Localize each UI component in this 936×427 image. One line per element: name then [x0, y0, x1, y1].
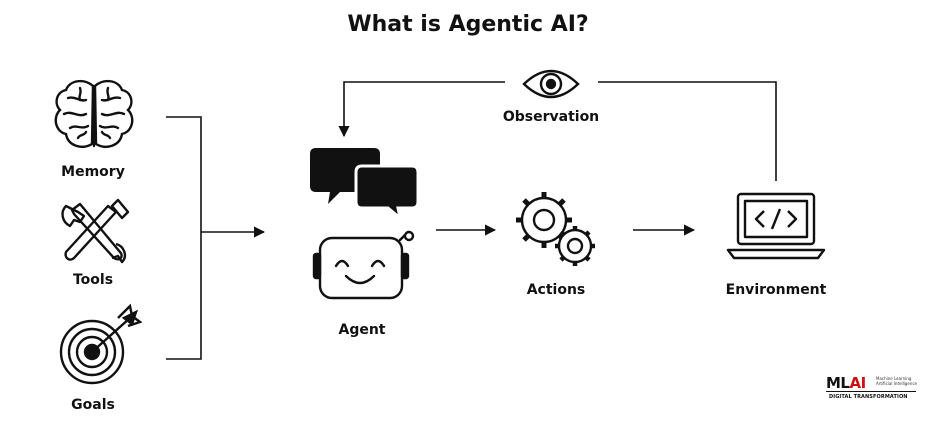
observation-label: Observation — [502, 109, 600, 125]
logo-wordmark: MLAI — [826, 374, 866, 392]
mlai-logo: MLAI Machine Learning Artificial Intelli… — [826, 374, 918, 406]
observation-feedback-loop — [338, 81, 777, 181]
diagram-title: What is Agentic AI? — [347, 12, 589, 37]
target-icon — [59, 303, 143, 385]
logo-line-2: Artificial Intelligence — [876, 381, 917, 386]
inputs-bracket — [166, 116, 266, 360]
laptop-code-icon — [726, 192, 826, 260]
environment-label: Environment — [725, 282, 827, 298]
goals-label: Goals — [71, 397, 115, 413]
logo-tagline: DIGITAL TRANSFORMATION — [829, 394, 908, 400]
logo-divider — [826, 391, 916, 392]
robot-icon — [312, 230, 415, 300]
actions-label: Actions — [526, 282, 586, 298]
chat-bubbles-icon — [310, 148, 420, 222]
gears-icon — [516, 192, 595, 266]
brain-icon — [54, 79, 134, 148]
wrench-hammer-icon — [61, 198, 130, 264]
agent-label: Agent — [338, 322, 386, 338]
logo-line-1: Machine Learning — [876, 376, 912, 381]
tools-label: Tools — [72, 272, 114, 288]
eye-icon — [522, 69, 580, 99]
memory-label: Memory — [61, 164, 125, 180]
